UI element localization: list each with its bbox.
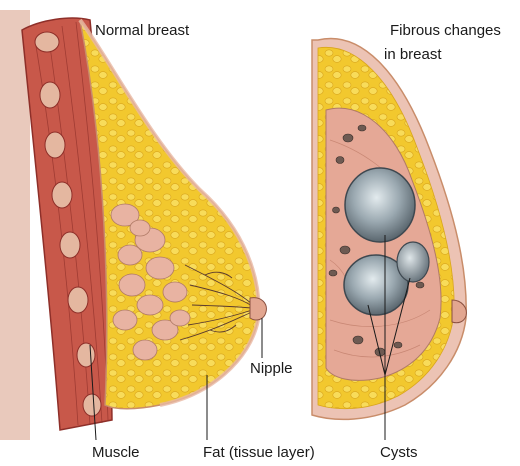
normal-breast-drawing — [0, 10, 266, 440]
nipple-label: Nipple — [250, 360, 293, 378]
fibrous-breast-title-line1: Fibrous changes — [390, 22, 501, 40]
fibrous-breast-title-line2: in breast — [384, 46, 442, 64]
cyst-right — [397, 242, 429, 282]
cyst-large-upper — [345, 168, 415, 242]
fat-label: Fat (tissue layer) — [203, 444, 315, 462]
fibrous-breast-drawing — [312, 38, 466, 419]
normal-breast-body — [80, 20, 259, 409]
cysts-label: Cysts — [380, 444, 418, 462]
chest-wall — [0, 10, 30, 440]
normal-breast-title: Normal breast — [95, 22, 189, 40]
nipple-shape — [250, 298, 266, 320]
muscle-label: Muscle — [92, 444, 140, 462]
